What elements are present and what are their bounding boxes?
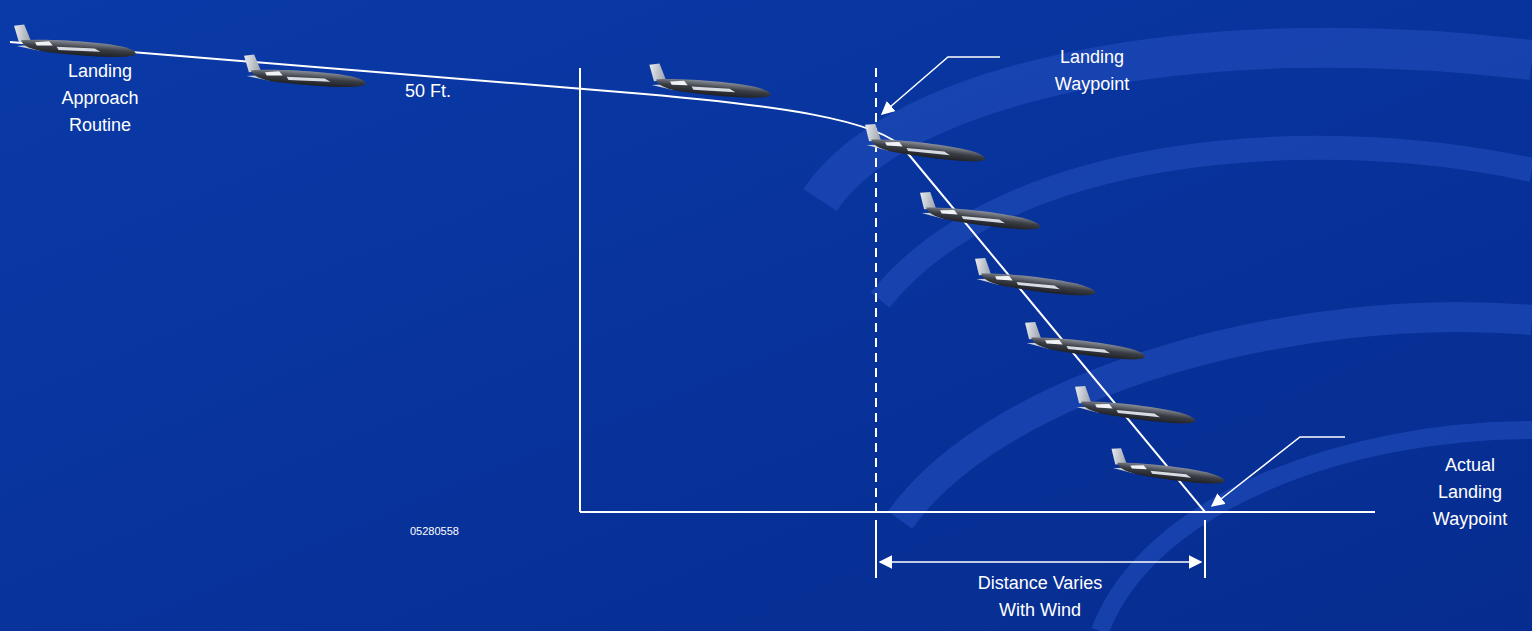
waypoint-label: Landing Waypoint bbox=[1037, 44, 1147, 98]
dimension-label: Distance Varies With Wind bbox=[960, 570, 1120, 624]
drawing-number: 05280558 bbox=[410, 524, 500, 538]
height-label: 50 Ft. bbox=[388, 78, 468, 105]
routine-label: Landing Approach Routine bbox=[45, 58, 155, 139]
waypoint-label: Actual Landing Waypoint bbox=[1420, 452, 1520, 533]
